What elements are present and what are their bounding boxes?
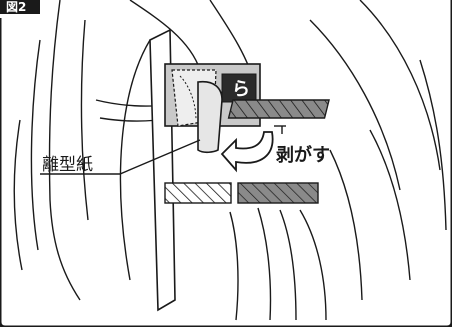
body-contours [13,0,447,321]
upper-bar-right [227,99,330,119]
lower-bar-left [164,182,232,204]
peel-action-label: 剥がす [276,144,330,166]
placement-bars [164,99,330,204]
release-paper-label: 離型紙 [42,155,93,175]
lower-bar-right [237,182,319,204]
corner-label: 図2 [6,0,26,14]
sticker-glyph: ら [232,79,250,100]
release-paper [171,69,223,154]
peel-arrow [220,125,286,173]
corner-label-tab: 図2 [0,0,40,14]
leader-line [40,139,201,175]
